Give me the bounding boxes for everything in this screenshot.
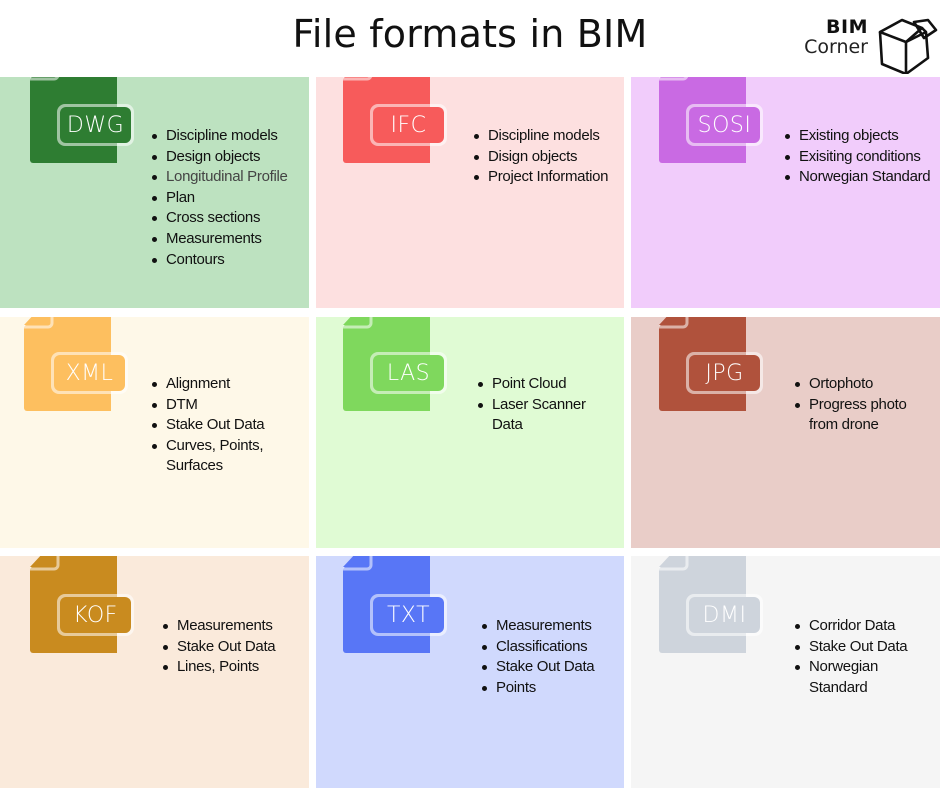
usage-item: Points — [482, 678, 618, 699]
file-dwg-icon: DWG — [30, 77, 140, 163]
format-label: LAS — [386, 360, 431, 386]
usage-item: Project Information — [474, 167, 618, 188]
usage-item: Disign objects — [474, 147, 618, 168]
format-label: DMI — [702, 602, 747, 628]
file-xml-icon: XML — [24, 317, 134, 411]
file-kof-icon: KOF — [30, 556, 140, 653]
usage-item: Discipline models — [152, 126, 303, 147]
usage-item: Longitudinal Profile — [152, 167, 303, 188]
usage-item: Measurements — [482, 616, 618, 637]
logo-text-bim: BIM — [826, 16, 868, 38]
file-dmi-icon: DMI — [659, 556, 769, 653]
usage-item: Measurements — [152, 229, 303, 250]
usage-item: Progress photo from drone — [795, 395, 934, 436]
usage-item: Cross sections — [152, 208, 303, 229]
usage-item: Point Cloud — [478, 374, 618, 395]
usage-item: Measurements — [163, 616, 303, 637]
page-title: File formats in BIM — [292, 12, 648, 56]
usage-item: Classifications — [482, 637, 618, 658]
usage-item: Curves, Points, Surfaces — [152, 436, 303, 477]
usage-item: Exisiting conditions — [785, 147, 934, 168]
bim-corner-logo: BIM Corner — [800, 10, 940, 74]
usage-item: Laser Scanner Data — [478, 395, 618, 436]
format-label: DWG — [66, 112, 125, 138]
usage-item: DTM — [152, 395, 303, 416]
format-label: KOF — [73, 602, 118, 628]
format-label: JPG — [705, 360, 744, 386]
file-ifc-icon: IFC — [343, 77, 453, 163]
usage-item: Design objects — [152, 147, 303, 168]
format-label: IFC — [390, 112, 427, 138]
file-las-icon: LAS — [343, 317, 453, 411]
file-sosi-icon: SOSI — [659, 77, 769, 163]
usage-item: Stake Out Data — [795, 637, 934, 658]
usage-item: Existing objects — [785, 126, 934, 147]
usage-item: Stake Out Data — [482, 657, 618, 678]
usage-item: Corridor Data — [795, 616, 934, 637]
usage-item: Stake Out Data — [152, 415, 303, 436]
file-txt-icon: TXT — [343, 556, 453, 653]
usage-item: Lines, Points — [163, 657, 303, 678]
file-jpg-icon: JPG — [659, 317, 769, 411]
usage-item: Norwegian Standard — [795, 657, 934, 698]
format-label: XML — [65, 360, 114, 386]
logo-text-corner: Corner — [804, 36, 868, 58]
usage-item: Norwegian Standard — [785, 167, 934, 188]
usage-item: Contours — [152, 250, 303, 271]
usage-item: Alignment — [152, 374, 303, 395]
box-icon — [878, 18, 938, 74]
usage-item: Discipline models — [474, 126, 618, 147]
usage-item: Ortophoto — [795, 374, 934, 395]
usage-item: Plan — [152, 188, 303, 209]
format-label: SOSI — [697, 112, 752, 138]
format-label: TXT — [386, 602, 431, 628]
usage-item: Stake Out Data — [163, 637, 303, 658]
